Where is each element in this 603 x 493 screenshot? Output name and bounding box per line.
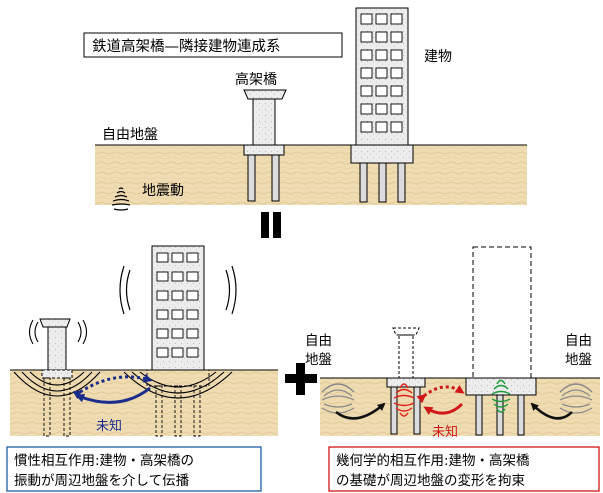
window (390, 31, 403, 43)
equals-sign (261, 212, 281, 238)
green-wave (491, 379, 511, 413)
ground-top (95, 145, 527, 205)
building-right-massless (472, 246, 532, 379)
building-top (350, 7, 414, 203)
label-unknown-left: 未知 (96, 418, 122, 434)
window (390, 121, 403, 133)
window (360, 103, 373, 115)
building-left (146, 245, 210, 437)
red-dotted-arrow (416, 384, 465, 404)
window (360, 121, 373, 133)
viaduct-right-massless (392, 327, 420, 379)
window (375, 121, 388, 133)
inertial-caption-line1: 慣性相互作用:建物・高架橋の (14, 452, 194, 469)
label-viaduct: 高架橋 (235, 71, 277, 88)
window (375, 49, 388, 61)
red-wave (393, 383, 415, 417)
red-solid-arrow (423, 402, 464, 415)
window (186, 347, 199, 358)
window (375, 103, 388, 115)
label-earthquake: 地震動 (142, 183, 184, 199)
window (390, 85, 403, 97)
window (390, 13, 403, 25)
earthquake-wave-icon (111, 187, 131, 211)
window (390, 103, 403, 115)
black-arrow-right (530, 402, 573, 420)
window (375, 31, 388, 43)
label-free-ground-left-2: 地盤 (305, 352, 332, 368)
kinematic-panel: 自由 地盤 自由 地盤 (305, 246, 600, 492)
window (186, 309, 199, 320)
kinematic-caption-line1: 幾何学的相互作用:建物・高架橋 (336, 452, 530, 469)
vibration-marks-building (119, 265, 237, 315)
label-free-ground-right-2: 地盤 (565, 352, 593, 368)
window (360, 13, 373, 25)
kinematic-caption-box (328, 446, 600, 492)
grey-wave-right (559, 383, 593, 414)
window (171, 347, 184, 358)
blue-solid-arrow (75, 386, 151, 404)
window (156, 347, 169, 358)
window (171, 290, 184, 301)
window (360, 85, 373, 97)
vibration-marks-viaduct (28, 319, 88, 345)
inertial-caption-box (6, 446, 262, 492)
label-free-ground-right-1: 自由 (565, 333, 592, 349)
label-free-ground-left-1: 自由 (305, 333, 332, 349)
window (375, 67, 388, 79)
window (186, 271, 199, 282)
label-free-ground: 自由地盤 (102, 127, 158, 143)
window (390, 67, 403, 79)
title-text: 鉄道高架橋—隣接建物連成系 (92, 38, 281, 55)
window (171, 309, 184, 320)
inertial-panel: 未知 慣性相互作用:建物・高架橋の 振動が周辺地盤を介して伝播 (6, 245, 278, 492)
blue-dotted-arrow (72, 374, 153, 400)
window (171, 328, 184, 339)
window (360, 49, 373, 61)
window (360, 31, 373, 43)
window (375, 85, 388, 97)
window (360, 67, 373, 79)
window (156, 252, 169, 263)
window (171, 271, 184, 282)
window (156, 271, 169, 282)
title-box (83, 32, 343, 58)
inertial-caption-line2: 振動が周辺地盤を介して伝播 (14, 473, 190, 489)
label-building: 建物 (424, 49, 452, 65)
viaduct-top (243, 89, 287, 202)
building-right-foundation (465, 377, 537, 436)
window (156, 290, 169, 301)
window (375, 13, 388, 25)
viaduct-left (39, 318, 73, 437)
kinematic-caption-line2: の基礎が周辺地盤の変形を拘束 (336, 472, 525, 489)
window (156, 309, 169, 320)
plus-sign (285, 363, 317, 395)
window (186, 252, 199, 263)
viaduct-right-foundation (386, 377, 426, 435)
window (171, 252, 184, 263)
window (156, 328, 169, 339)
window (186, 290, 199, 301)
window (186, 328, 199, 339)
window (390, 49, 403, 61)
label-unknown-right: 未知 (432, 424, 458, 440)
black-arrow-left (335, 402, 386, 420)
top-panel: 鉄道高架橋—隣接建物連成系 自由地盤 高架橋 建物 (83, 7, 527, 211)
